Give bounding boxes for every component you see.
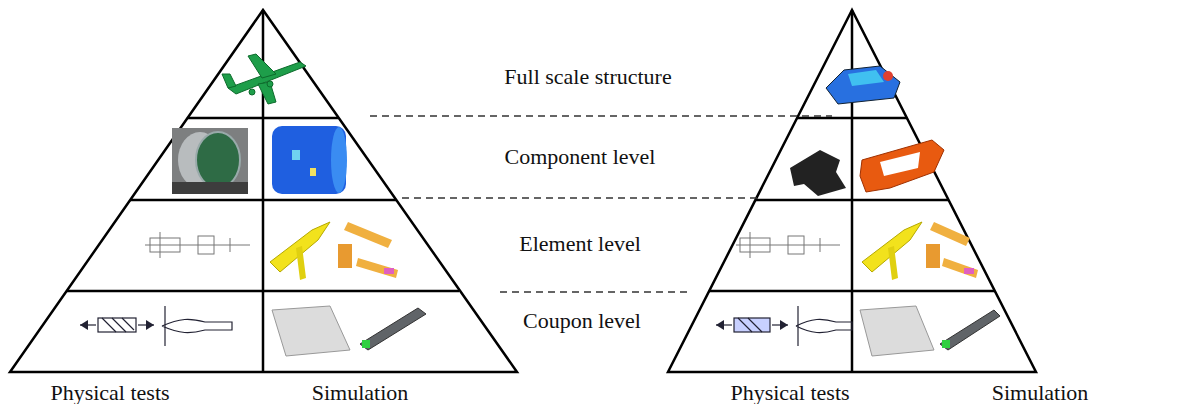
level-label: Element level <box>519 231 641 257</box>
level-label: Coupon level <box>523 308 641 334</box>
column-label: Simulation <box>992 380 1089 404</box>
column-label: Physical tests <box>730 380 849 404</box>
column-label: Physical tests <box>50 380 169 404</box>
level-label: Full scale structure <box>504 64 671 90</box>
column-label: Simulation <box>312 380 409 404</box>
level-label: Component level <box>505 144 656 170</box>
